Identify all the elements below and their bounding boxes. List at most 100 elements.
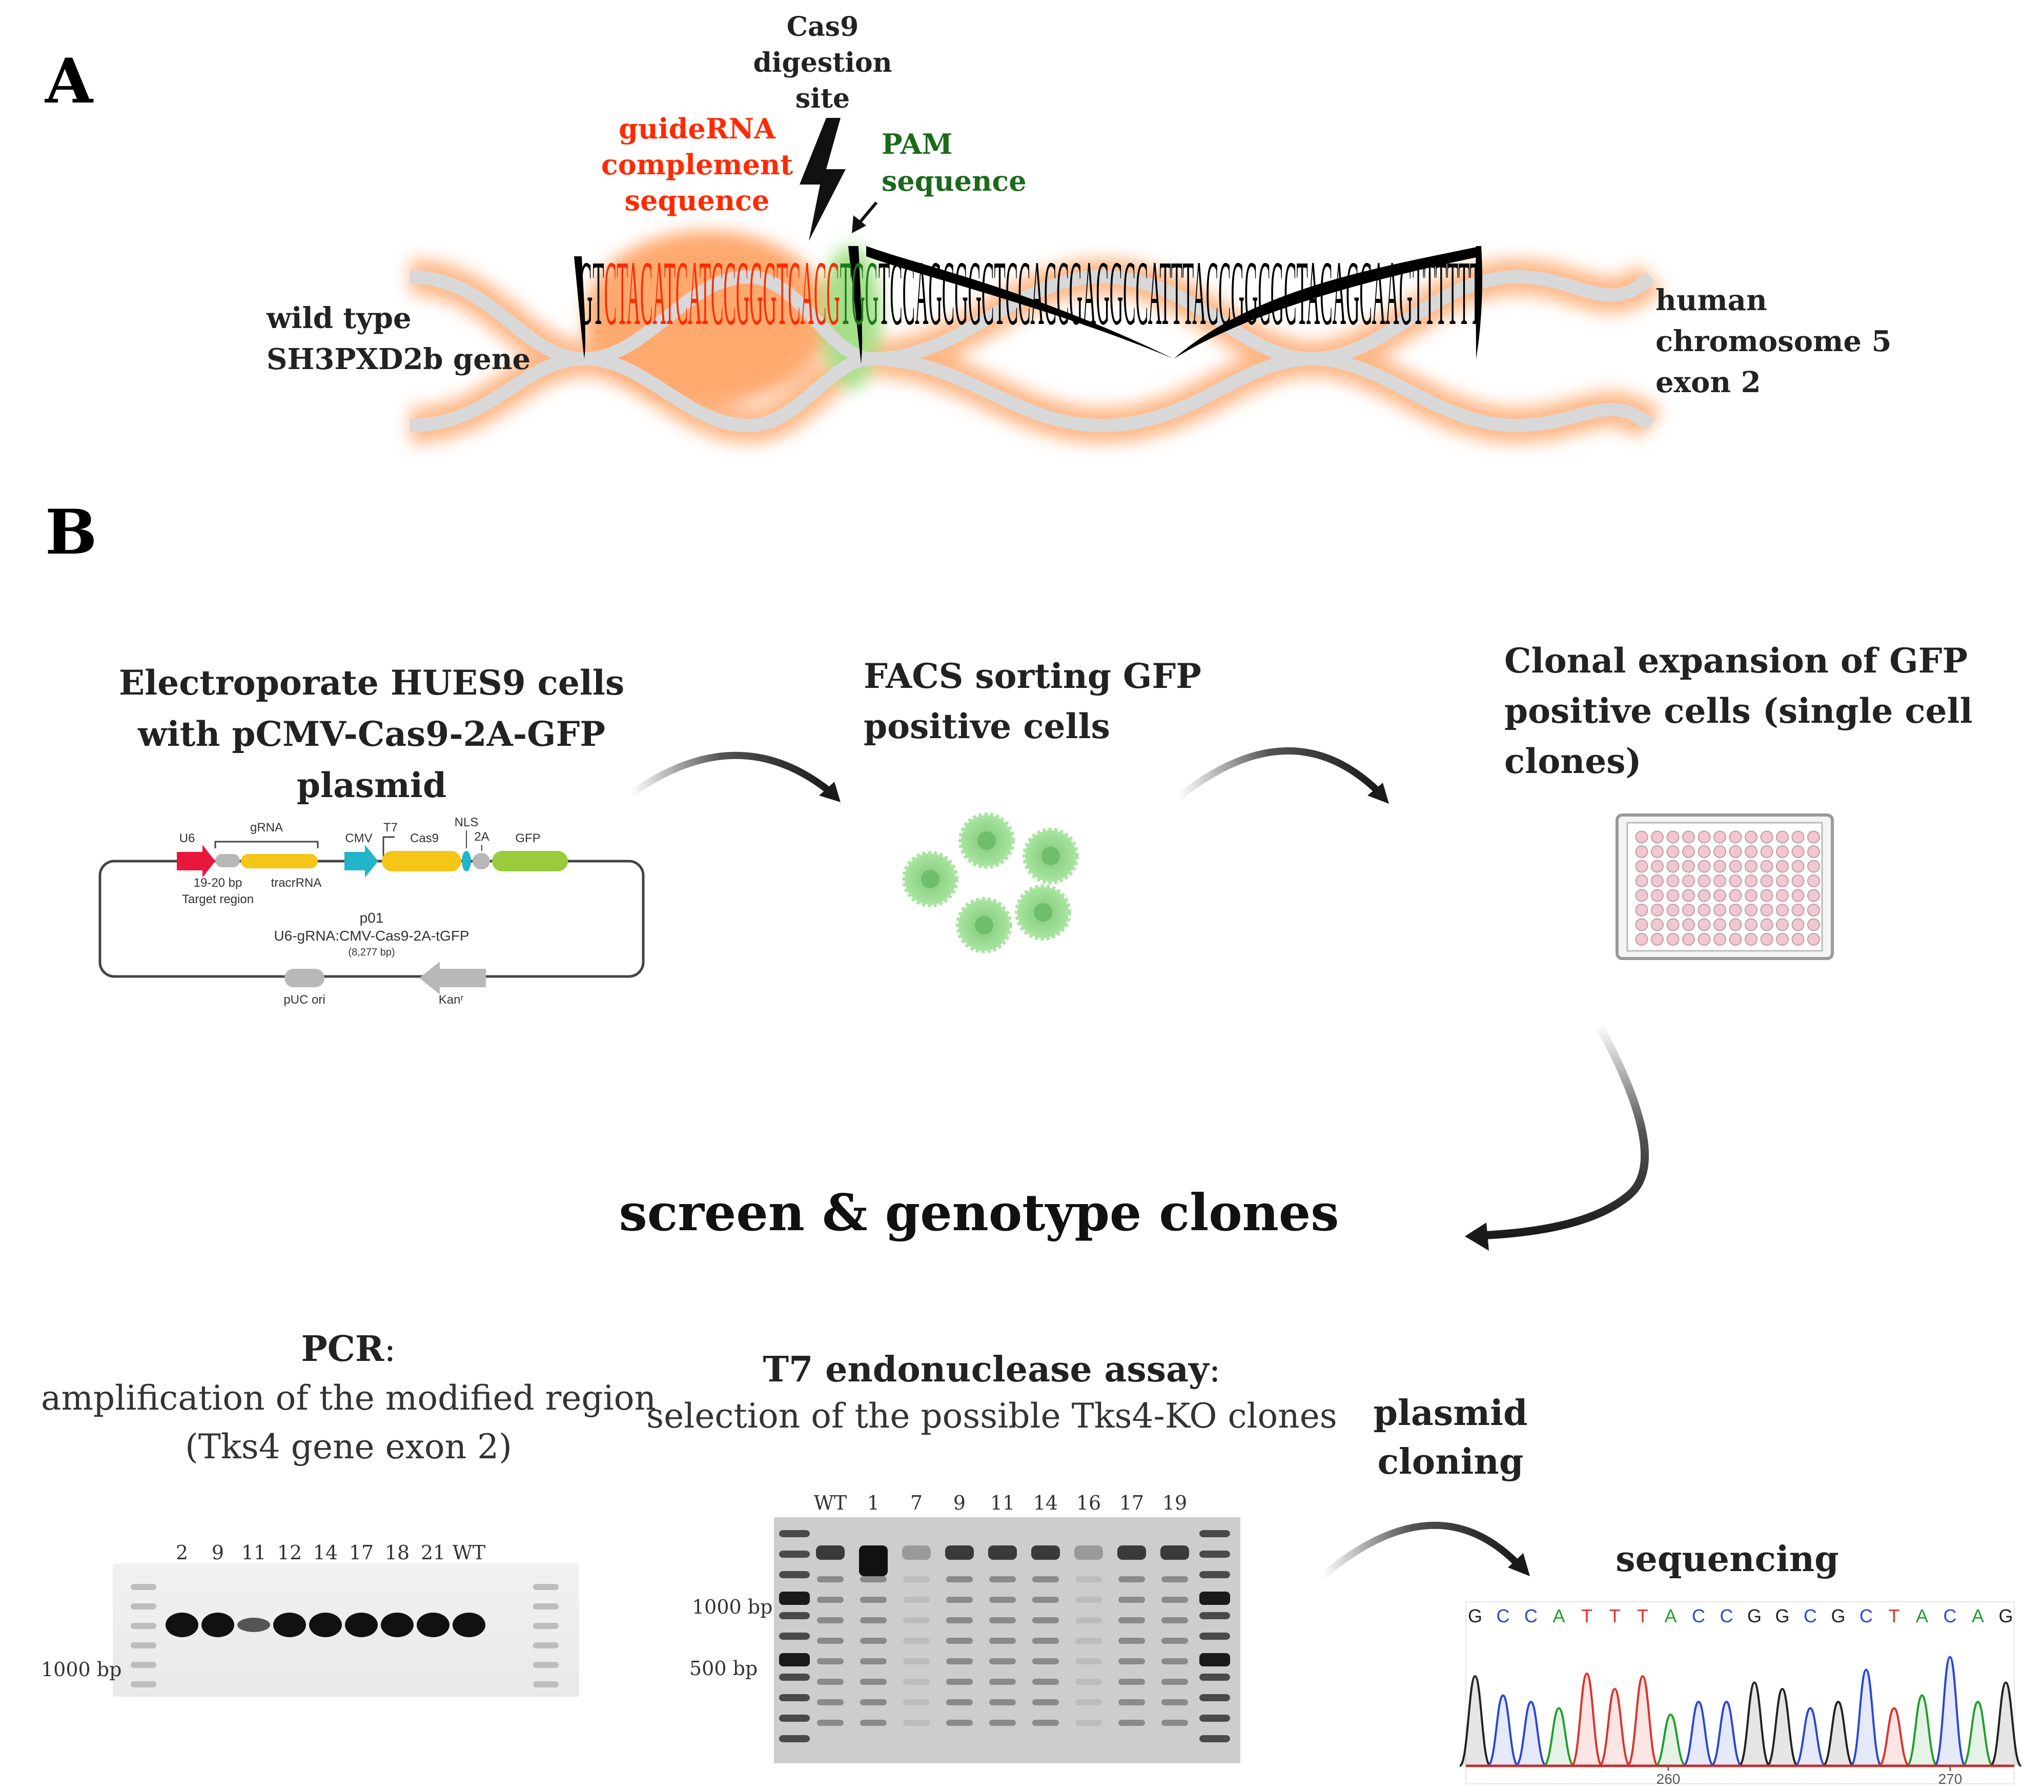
plate-well [1713, 830, 1726, 844]
t7-ladder-band [779, 1735, 810, 1742]
pcr-lane-label: 21 [421, 1541, 445, 1564]
t7-main-band [1074, 1545, 1103, 1560]
t7-minor-band [1075, 1658, 1102, 1664]
t7-minor-band [946, 1720, 973, 1726]
pcr-ladder-band [533, 1603, 559, 1610]
plate-well [1745, 933, 1757, 946]
t7-ladder-band [1199, 1551, 1230, 1558]
plate-well [1635, 874, 1648, 887]
plate-well [1666, 918, 1680, 931]
plate-well [1682, 830, 1695, 844]
plate-well [1776, 874, 1789, 887]
chromosome-label-line1: human [1655, 283, 1767, 317]
t7-minor-band [1118, 1617, 1145, 1623]
plasmid-cmv-label: CMV [345, 831, 372, 845]
t7-minor-band [1161, 1699, 1188, 1705]
pcr-band [273, 1613, 306, 1637]
t7-minor-band [1118, 1699, 1145, 1705]
t7-minor-band [1075, 1638, 1102, 1644]
plate-well [1666, 904, 1680, 917]
step1-line2: with pCMV-Cas9-2A-GFP [137, 714, 605, 754]
plate-well [1698, 860, 1711, 873]
plate-well [1776, 830, 1789, 844]
t7-colon: : [1209, 1350, 1221, 1390]
dna-strand-lower-right [871, 352, 1655, 433]
t7-main-band [945, 1545, 974, 1560]
sequence-prefix: GT [579, 242, 604, 344]
plasmid-map: U6 gRNA CMV T7 Cas9 NLS 2A GFP 19-20 bp … [98, 816, 645, 1007]
plate-well [1682, 860, 1695, 873]
t7-minor-band [1118, 1679, 1145, 1685]
t7-minor-band [903, 1576, 930, 1582]
t7-minor-band [946, 1699, 973, 1705]
plate-well [1807, 845, 1820, 858]
chromatogram-base-label: G [1998, 1605, 2013, 1626]
pcr-ladder-band [131, 1642, 156, 1648]
plate-well [1698, 933, 1711, 946]
plate-well [1760, 860, 1773, 873]
t7-title-line: T7 endonuclease assay: [763, 1349, 1221, 1390]
chromatogram-peak [1682, 1700, 1715, 1767]
t7-lane-label: 7 [910, 1492, 923, 1514]
plate-well [1807, 874, 1820, 887]
plate-well [1635, 933, 1648, 946]
step1-line1: Electroporate HUES9 cells [119, 663, 624, 703]
pcr-desc-line1: amplification of the modified region [41, 1378, 656, 1418]
plate-well [1791, 918, 1805, 931]
pcr-ladder-band [131, 1603, 156, 1610]
plate-well [1791, 904, 1805, 917]
step3-line1: Clonal expansion of GFP [1504, 641, 1968, 681]
pcr-ladder-band [533, 1642, 559, 1648]
pcr-ladder-band [533, 1662, 559, 1668]
plate-well [1760, 845, 1773, 858]
grna-bracket [214, 841, 319, 848]
t7-minor-band [1075, 1576, 1102, 1582]
chromatogram-base-label: G [1831, 1605, 1845, 1626]
t7-lane-label: 11 [990, 1492, 1015, 1514]
chromatogram-base-label: G [1468, 1605, 1482, 1626]
pcr-ladder-band [533, 1681, 559, 1687]
chromatogram-peak [1543, 1707, 1575, 1767]
chromatogram-base-label: A [1972, 1605, 1984, 1626]
t7-minor-band [903, 1597, 930, 1603]
t7-minor-band [1032, 1699, 1059, 1705]
plasmid-puc-label: pUC ori [283, 993, 325, 1007]
t7-minor-band [1118, 1576, 1145, 1582]
t7-ladder-band [779, 1551, 810, 1558]
plasmid-kan-label: Kanʳ [439, 993, 464, 1007]
plate-well [1651, 860, 1664, 873]
chromatogram-peak [1906, 1694, 1938, 1767]
t7-minor-band [903, 1699, 930, 1705]
t7-minor-band [946, 1617, 973, 1623]
plate-well [1745, 874, 1757, 887]
plate-well [1635, 918, 1648, 931]
puc-ori-icon [284, 969, 324, 987]
cas9-icon [382, 851, 461, 871]
pcr-ladder-band [533, 1623, 559, 1629]
chromatogram-peak [1766, 1687, 1798, 1767]
t7-main-band [902, 1545, 931, 1560]
t7-ladder-band [779, 1571, 810, 1578]
t7-minor-band [817, 1699, 844, 1705]
plate-well [1651, 830, 1664, 844]
sequence-rest: TCCAGCGGCTCCACCGAGGCCATTTACCGGCGCTACAGCA… [878, 242, 1481, 344]
t7-ladder-band [1199, 1694, 1230, 1701]
pcr-lane-label: 17 [349, 1541, 374, 1564]
plate-well [1807, 918, 1820, 931]
step2-line1: FACS sorting GFP [864, 656, 1201, 696]
gfp-cells [902, 812, 1079, 953]
plasmid-construct: U6-gRNA:CMV-Cas9-2A-tGFP [274, 928, 469, 944]
plate-well [1760, 830, 1773, 844]
chromatogram-base-label: C [1944, 1605, 1957, 1626]
panel-a-label: A [45, 45, 94, 117]
t7-main-band [988, 1545, 1017, 1560]
plasmid-u6-label: U6 [179, 831, 195, 845]
t7-promoter-icon [382, 836, 395, 859]
t7-minor-band [1161, 1638, 1188, 1644]
t7-minor-band [1075, 1679, 1102, 1685]
pcr-bands [131, 1584, 559, 1687]
chromatogram-peak [1878, 1707, 1910, 1767]
